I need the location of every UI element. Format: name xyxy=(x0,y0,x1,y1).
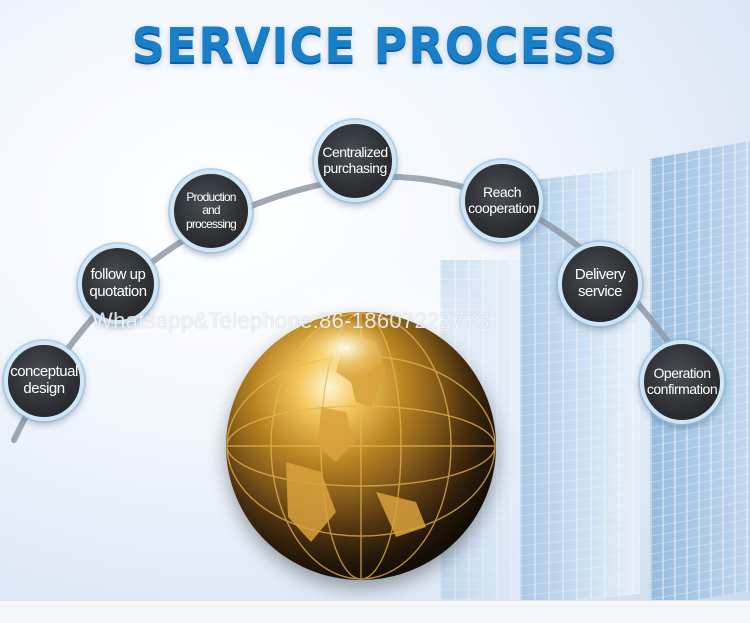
step-reach-cooperation: Reach cooperation xyxy=(461,160,543,242)
step-delivery-service: Delivery service xyxy=(558,242,642,326)
step-conceptual-design: conceptual design xyxy=(4,341,84,421)
step-label: Operation confirmation xyxy=(646,365,718,397)
step-production-processing: Production and processing xyxy=(170,170,252,252)
step-label: Production and processing xyxy=(185,189,237,231)
globe-grid xyxy=(226,312,496,580)
background-scene: SERVICE PROCESS conceptual design follow… xyxy=(0,0,750,600)
step-label: Delivery service xyxy=(574,266,626,300)
bottom-strip xyxy=(0,600,750,623)
step-follow-up-quotation: follow up quotation xyxy=(78,244,158,324)
step-label: follow up quotation xyxy=(89,266,147,300)
step-operation-confirmation: Operation confirmation xyxy=(640,340,724,424)
globe-flare xyxy=(300,318,390,378)
watermark-text: Whatsapp&Telephone:86-18607222773 xyxy=(92,308,490,333)
page-title: SERVICE PROCESS xyxy=(131,16,619,74)
step-label: conceptual design xyxy=(10,363,78,397)
globe-image xyxy=(226,312,496,580)
step-label: Centralized purchasing xyxy=(322,144,388,176)
step-centralized-purchasing: Centralized purchasing xyxy=(314,120,396,202)
step-label: Reach cooperation xyxy=(468,184,536,216)
